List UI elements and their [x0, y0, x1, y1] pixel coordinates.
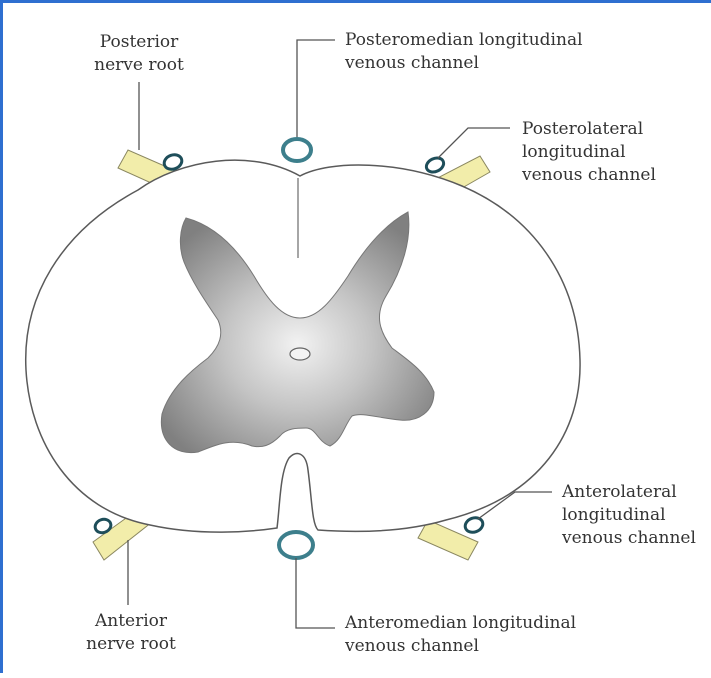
leader-anteromedian [296, 558, 335, 628]
posterolateral-vein-icon [424, 155, 446, 174]
label-anteromedian-venous-channel: Anteromedian longitudinal venous channel [345, 612, 576, 658]
anterolateral-vein-icon [463, 515, 485, 534]
label-posterolateral-venous-channel: Posterolateral longitudinal venous chann… [522, 118, 656, 187]
label-posteromedian-venous-channel: Posteromedian longitudinal venous channe… [345, 29, 583, 75]
label-posterior-nerve-root: Posterior nerve root [74, 31, 204, 77]
label-anterolateral-venous-channel: Anterolateral longitudinal venous channe… [562, 481, 696, 550]
anteromedian-vein-icon [279, 532, 313, 558]
leader-posteromedian [297, 40, 335, 137]
leader-posterolateral [438, 128, 510, 158]
central-canal [290, 348, 310, 360]
posteromedian-vein-icon [283, 139, 311, 161]
label-anterior-nerve-root: Anterior nerve root [66, 610, 196, 656]
